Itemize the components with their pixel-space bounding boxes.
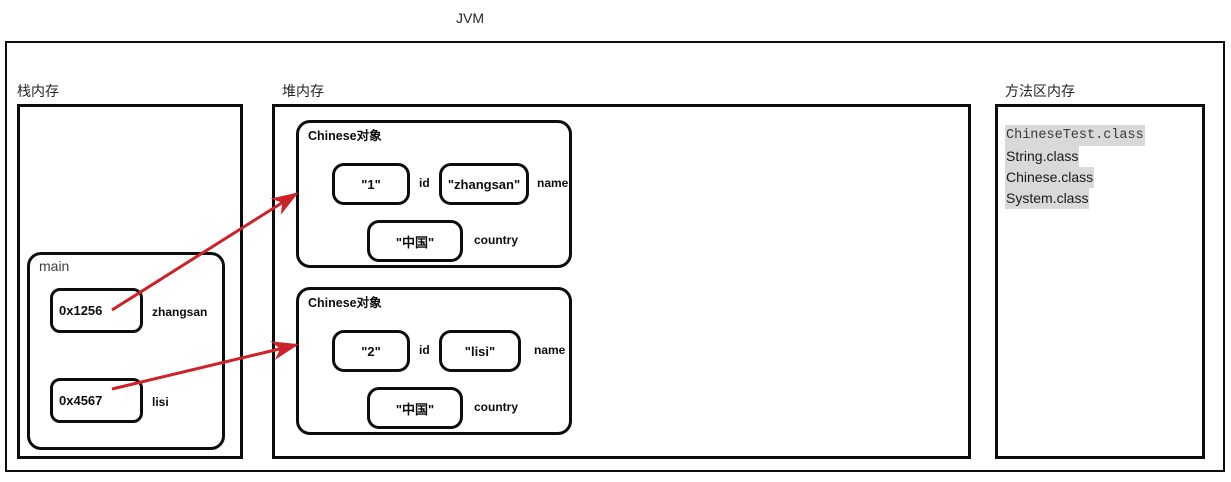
heap-region-label: 堆内存 <box>282 83 324 99</box>
heap-field-value: "中国" <box>395 234 435 250</box>
heap-field-box-id: "1" <box>332 163 410 205</box>
diagram-title: JVM <box>456 10 484 26</box>
stack-variable-value: 0x1256 <box>59 303 103 318</box>
heap-field-box-id: "2" <box>332 330 410 372</box>
heap-field-label-id: id <box>419 343 430 357</box>
class-entry-system: System.class <box>1005 188 1090 209</box>
heap-field-value: "1" <box>361 176 381 192</box>
stack-variable-slot-zhangsan: 0x1256 <box>50 288 143 333</box>
method-area-class-list: ChineseTest.class String.class Chinese.c… <box>1005 125 1145 209</box>
class-entry-string: String.class <box>1005 146 1080 167</box>
stack-variable-slot-lisi: 0x4567 <box>50 378 143 423</box>
heap-object-title: Chinese对象 <box>308 296 382 310</box>
stack-region-label: 栈内存 <box>17 83 59 99</box>
heap-field-label-id: id <box>419 176 430 190</box>
method-area-box <box>995 104 1205 459</box>
stack-variable-name-lisi: lisi <box>152 395 169 409</box>
heap-field-value: "zhangsan" <box>447 176 521 192</box>
heap-field-value: "中国" <box>395 401 435 417</box>
stack-frame-title: main <box>39 258 70 274</box>
heap-field-label-name: name <box>537 176 569 190</box>
stack-variable-value: 0x4567 <box>59 393 103 408</box>
heap-object-1: Chinese对象 "1" id "zhangsan" name "中国" co… <box>296 120 572 268</box>
heap-field-label-country: country <box>474 233 519 247</box>
heap-field-box-country: "中国" <box>367 220 463 262</box>
heap-field-value: "2" <box>361 343 381 359</box>
heap-field-box-name: "lisi" <box>439 330 521 372</box>
heap-object-2: Chinese对象 "2" id "lisi" name "中国" countr… <box>296 287 572 435</box>
stack-variable-name-zhangsan: zhangsan <box>152 305 208 319</box>
heap-field-box-country: "中国" <box>367 387 463 429</box>
class-entry-chinesetest: ChineseTest.class <box>1005 125 1145 146</box>
method-area-label: 方法区内存 <box>1005 83 1075 99</box>
heap-field-label-name: name <box>534 343 566 357</box>
class-entry-chinese: Chinese.class <box>1005 167 1095 188</box>
heap-field-box-name: "zhangsan" <box>439 163 529 205</box>
heap-field-label-country: country <box>474 400 519 414</box>
heap-object-title: Chinese对象 <box>308 129 382 143</box>
heap-field-value: "lisi" <box>464 343 496 359</box>
